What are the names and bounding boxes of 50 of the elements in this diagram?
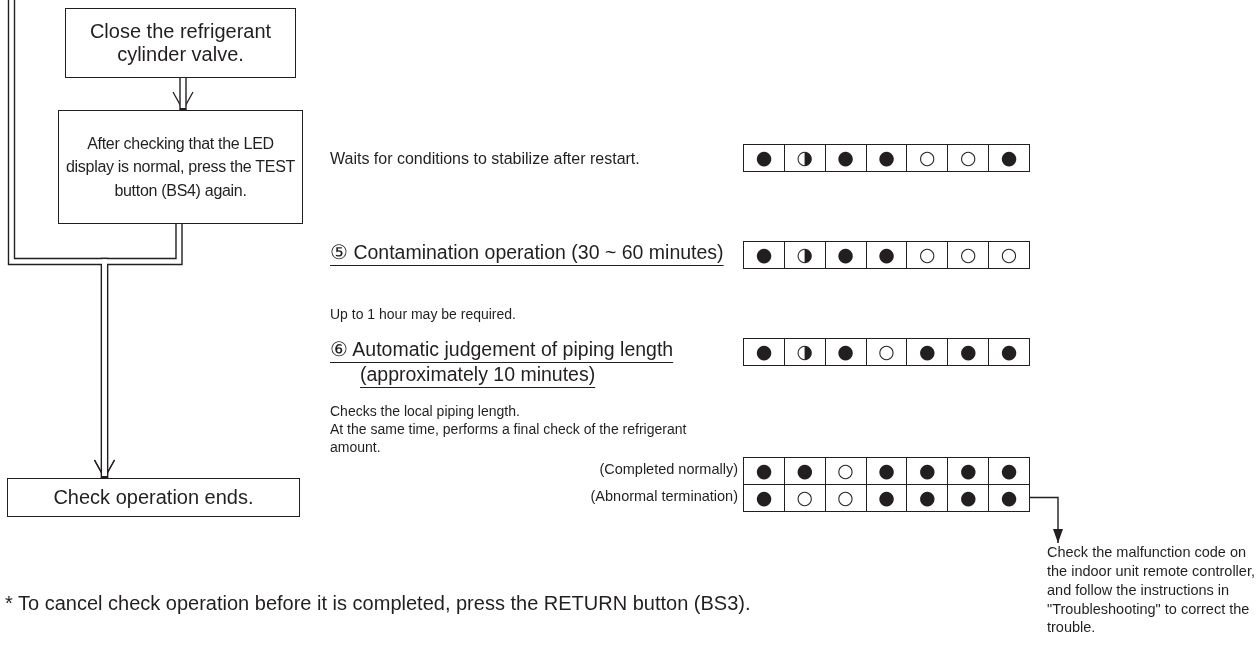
led-indicator: ●: [865, 145, 907, 171]
led-indicator: ●: [754, 339, 774, 364]
note-text: Up to 1 hour may be required.: [330, 305, 517, 324]
led-indicator: ●: [824, 145, 866, 171]
led-indicator: ●: [754, 242, 774, 267]
double-line-arrow: [172, 78, 194, 111]
led-indicator: ○: [947, 145, 989, 171]
led-display-row: [743, 338, 1030, 366]
led-indicator: ●: [754, 484, 774, 510]
led-indicator: ●: [988, 484, 1029, 511]
led-indicator: ●: [906, 484, 948, 511]
end-box: Check operation ends.: [7, 478, 300, 517]
led-indicator: ●: [824, 242, 866, 268]
led-indicator: ●: [906, 339, 948, 365]
arrow: [1029, 496, 1063, 544]
led-indicator: ●: [947, 339, 989, 365]
step-heading: ⑥ Automatic judgement of piping length (approximately 10 minutes): [330, 337, 675, 388]
led-indicator: ●: [754, 145, 774, 170]
led-indicator: ○: [783, 484, 825, 511]
double-line-arrow: [93, 224, 183, 479]
instruction-text: Check the malfunction code on the indoor unit remote controller, and follow the instructions in "Troubleshooting" to correct the trouble.: [1047, 543, 1257, 638]
led-indicator: ○: [906, 145, 948, 171]
led-indicator: ◑: [783, 145, 825, 171]
led-indicator: ○: [988, 242, 1029, 268]
process-box: Close the refrigerant cylinder valve.: [65, 8, 296, 78]
led-indicator: ○: [824, 484, 866, 511]
led-display-row: [743, 457, 1030, 485]
led-indicator: ●: [824, 339, 866, 365]
led-display-row: [743, 144, 1030, 172]
step-heading: ⑤ Contamination operation (30 ~ 60 minutes): [330, 240, 725, 265]
status-description: Waits for conditions to stabilize after restart.: [330, 149, 641, 169]
led-indicator: ○: [947, 242, 989, 268]
status-label: (Completed normally): [598, 461, 738, 477]
led-indicator: ●: [754, 458, 774, 483]
led-indicator: ●: [865, 242, 907, 268]
led-indicator: ○: [906, 242, 948, 268]
note-text: Checks the local piping length.: [330, 402, 521, 421]
status-label: (Abnormal termination): [589, 487, 738, 504]
led-display-row: [743, 483, 1030, 512]
led-indicator: ◑: [783, 339, 825, 365]
led-indicator: ●: [865, 484, 907, 511]
footnote: * To cancel check operation before it is completed, press the RETURN button (BS3).: [5, 591, 752, 616]
led-indicator: ●: [988, 339, 1029, 365]
process-box: After checking that the LED display is normal, press the TEST button (BS4) again.: [58, 110, 303, 224]
led-indicator: ●: [947, 484, 989, 511]
led-display-row: [743, 241, 1030, 269]
note-text: At the same time, performs a final check of the refrigerant amount.: [330, 420, 688, 457]
led-indicator: ○: [865, 339, 907, 365]
led-indicator: ◑: [783, 242, 825, 268]
led-indicator: ●: [988, 145, 1029, 171]
